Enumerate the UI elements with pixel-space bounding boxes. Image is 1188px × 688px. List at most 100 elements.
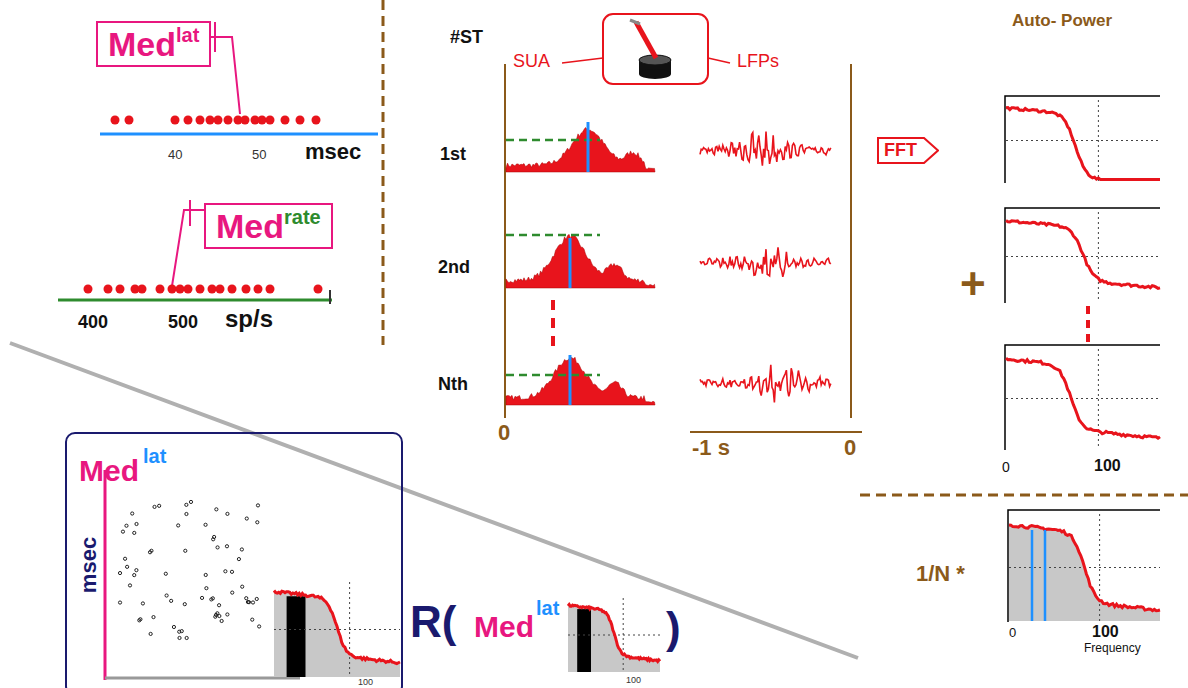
scatter-point xyxy=(177,524,180,527)
median-dot xyxy=(258,116,267,125)
spike-histogram xyxy=(506,357,655,405)
median-dot xyxy=(312,116,321,125)
median-dot xyxy=(281,116,290,125)
scatter-point xyxy=(216,546,219,549)
spectrum-curve xyxy=(1006,358,1160,438)
figure-label: 100 xyxy=(358,678,373,687)
scatter-point xyxy=(172,625,175,628)
scatter-point xyxy=(183,603,186,606)
box-text: lat xyxy=(143,446,166,466)
scatter-point xyxy=(204,523,207,526)
scatter-point xyxy=(164,572,167,575)
figure-label: 500 xyxy=(168,313,198,331)
figure-label: 400 xyxy=(78,313,108,331)
leader-line xyxy=(708,58,730,63)
figure-label: sp/s xyxy=(225,307,273,331)
spike-histogram xyxy=(506,234,655,288)
scatter-point xyxy=(152,616,155,619)
figure-label: lat xyxy=(536,598,559,618)
frequency-band xyxy=(577,609,591,672)
spectrum-curve xyxy=(274,591,400,664)
box-text: lat xyxy=(176,24,199,46)
scatter-point xyxy=(212,538,215,541)
scatter-point xyxy=(240,548,243,551)
median-dot xyxy=(171,116,180,125)
latency-axis xyxy=(100,133,378,136)
scatter-point xyxy=(141,602,144,605)
panel-axes xyxy=(1008,510,1160,622)
median-dot xyxy=(104,285,113,294)
scatter-point xyxy=(247,601,250,604)
median-dot xyxy=(208,285,217,294)
median-dot xyxy=(84,285,93,294)
threshold-line xyxy=(506,139,600,142)
median-dot xyxy=(196,285,205,294)
scatter-point xyxy=(241,585,244,588)
median-marker xyxy=(569,355,572,405)
lfp-trace xyxy=(700,247,831,277)
y-axis xyxy=(104,470,107,680)
box-text: msec xyxy=(78,537,100,593)
threshold-line xyxy=(506,374,600,377)
threshold-line xyxy=(506,234,600,237)
box-text: Med xyxy=(216,207,284,245)
scatter-point xyxy=(133,574,136,577)
scatter-point xyxy=(139,618,142,621)
scatter-point xyxy=(255,597,258,600)
axis-tick xyxy=(329,290,331,304)
scatter-point xyxy=(226,512,229,515)
scatter-point xyxy=(205,587,208,590)
figure-label: 0 xyxy=(498,422,510,444)
median-marker xyxy=(587,122,590,172)
scatter-point xyxy=(251,601,254,604)
figure-label: 0 xyxy=(844,437,856,459)
frequency-band xyxy=(287,596,306,677)
figure-label: + xyxy=(960,262,986,306)
median-dot xyxy=(116,285,125,294)
divider-line xyxy=(382,0,385,345)
divider-line xyxy=(860,494,1188,497)
figure-label: Med xyxy=(474,612,534,642)
figure-label: 0 xyxy=(1002,460,1010,474)
scatter-point xyxy=(230,570,233,573)
grid-line xyxy=(1098,100,1099,181)
spectrum-area xyxy=(1009,525,1160,621)
panel-axes xyxy=(1005,345,1160,450)
median-dot xyxy=(216,285,225,294)
scatter-point xyxy=(231,591,234,594)
figure-label: R( xyxy=(410,600,456,644)
scatter-point xyxy=(220,619,223,622)
median-dot xyxy=(184,285,193,294)
scatter-point xyxy=(185,512,188,515)
panel-axes xyxy=(1005,208,1160,303)
spectrum-curve xyxy=(1006,108,1160,180)
time-axis xyxy=(690,431,862,433)
lfp-trace xyxy=(700,365,831,403)
median-dot xyxy=(242,285,251,294)
median-dot xyxy=(228,285,237,294)
scatter-point xyxy=(126,565,129,568)
median-mark xyxy=(189,200,191,226)
median-dot xyxy=(241,116,250,125)
scatter-point xyxy=(237,557,240,560)
scatter-point xyxy=(256,521,259,524)
figure-label: 40 xyxy=(168,148,182,161)
scatter-point xyxy=(149,632,152,635)
figure-label: Auto- Power xyxy=(1012,12,1112,29)
box-text: Med xyxy=(108,25,176,63)
scatter-point xyxy=(125,524,128,527)
scatter-point xyxy=(217,604,220,607)
cylinder xyxy=(639,69,671,79)
scatter-point xyxy=(226,613,229,616)
scatter-point xyxy=(178,630,181,633)
panel-axes xyxy=(1005,96,1160,183)
time-zero-line xyxy=(504,64,506,418)
figure-label: msec xyxy=(305,141,361,163)
median-dot xyxy=(156,285,165,294)
figure-label: 0 xyxy=(1009,626,1016,639)
band-edge xyxy=(1031,530,1034,621)
figure-label: SUA xyxy=(513,52,550,70)
scatter-point xyxy=(215,508,218,511)
